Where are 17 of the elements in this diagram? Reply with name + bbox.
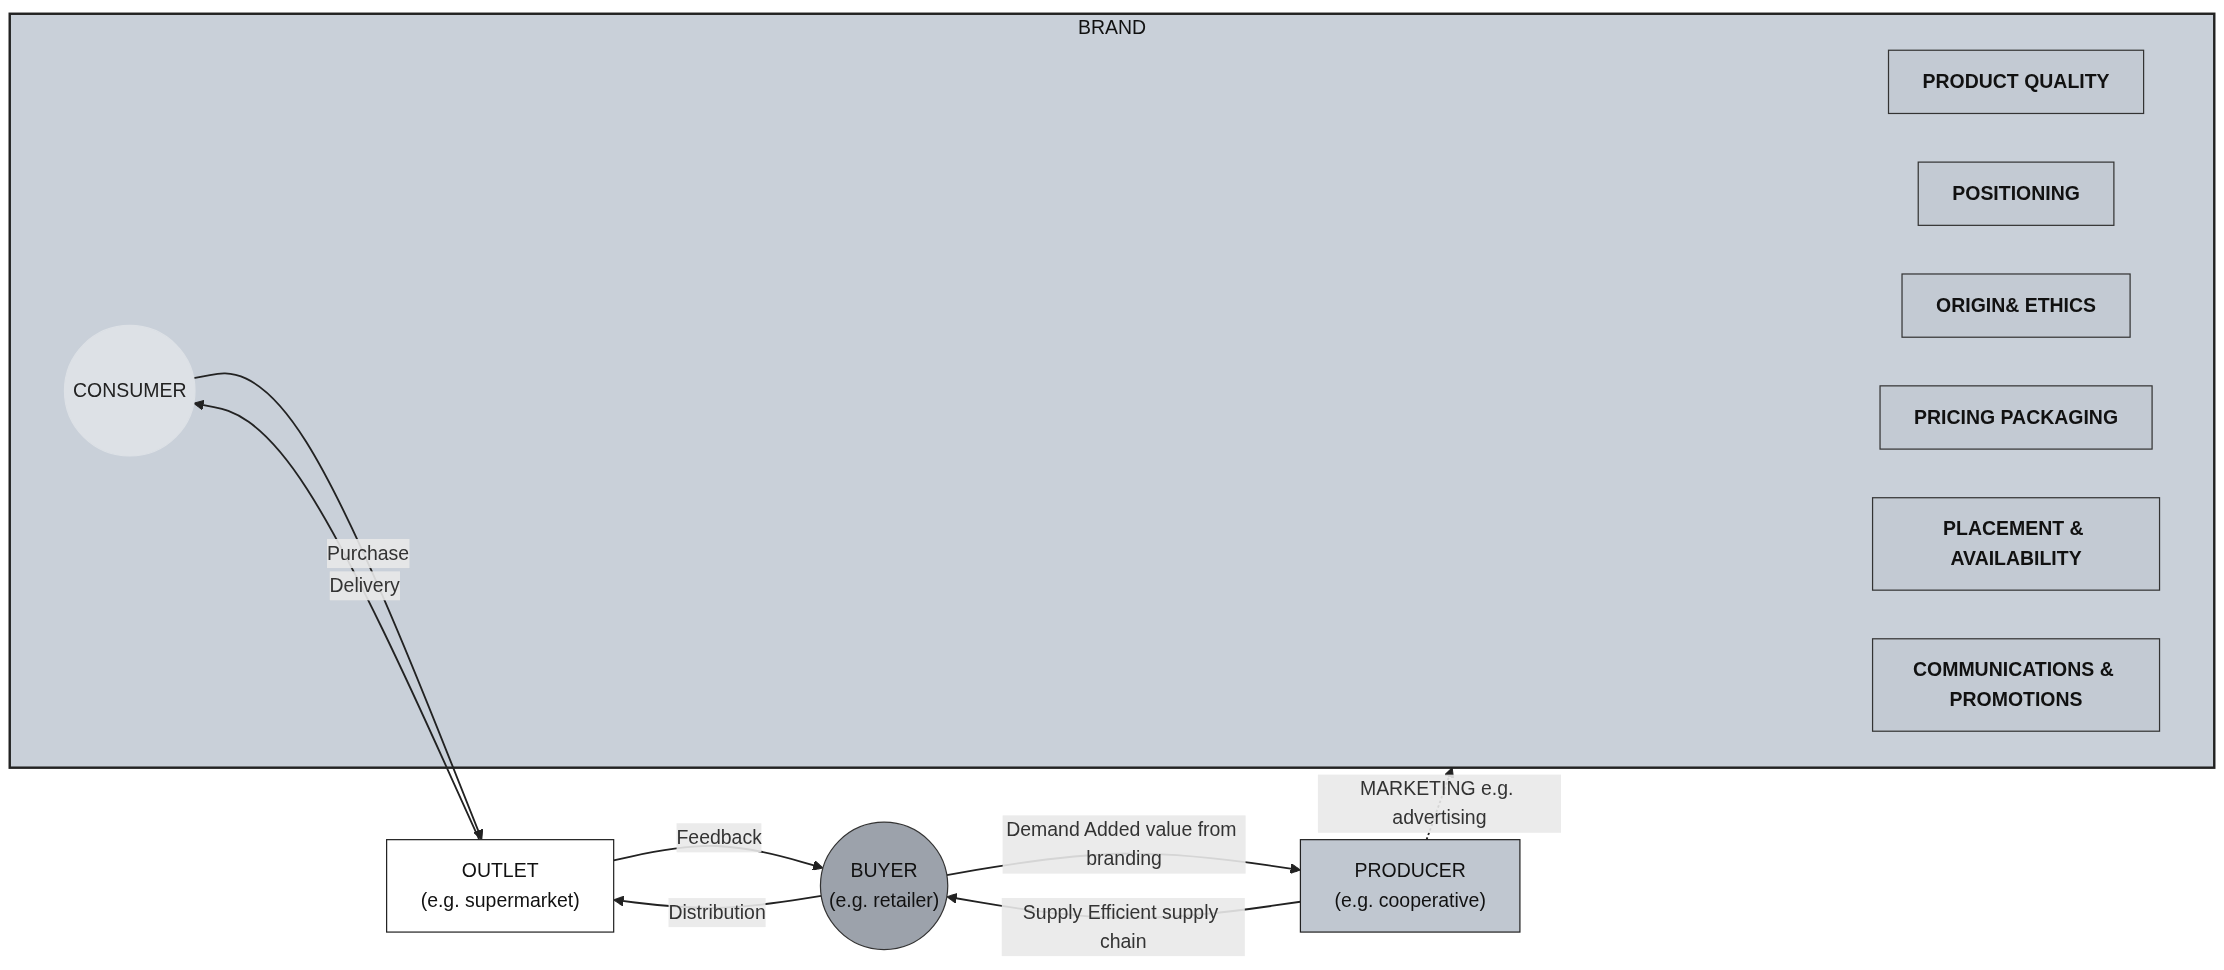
node-box: OUTLET (e.g. supermarket)	[386, 839, 615, 933]
edge-label: Demand Added value from branding	[1006, 818, 1237, 869]
node-box: PLACEMENT & AVAILABILITY	[1871, 497, 2161, 591]
edge-label: Distribution	[668, 901, 766, 923]
edge-label: Supply Efficient supply chain	[1022, 901, 1219, 952]
node-box: POSITIONING	[1917, 161, 2115, 226]
node-circle: BUYER (e.g. retailer)	[819, 821, 949, 951]
node-box: ORIGIN& ETHICS	[1901, 273, 2131, 338]
node-box: PRICING PACKAGING	[1879, 385, 2153, 450]
edge-label: Feedback	[676, 826, 762, 848]
node-box: PRODUCT QUALITY	[1887, 49, 2145, 115]
edge-label: Delivery	[329, 574, 400, 596]
node-box: COMMUNICATIONS & PROMOTIONS	[1871, 638, 2161, 732]
node-box: PRODUCER (e.g. cooperative)	[1299, 839, 1521, 933]
edge-label: MARKETING e.g. advertising	[1359, 778, 1514, 828]
edge-label: Purchase	[326, 542, 410, 564]
node-circle: CONSUMER	[63, 324, 196, 457]
